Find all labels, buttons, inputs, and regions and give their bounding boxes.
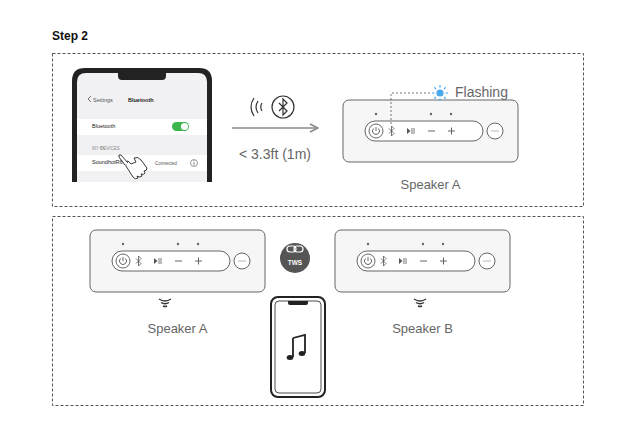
node-text: Speaker A — [401, 178, 461, 193]
tws-badge: TWS — [280, 243, 310, 273]
node-text: Settings — [93, 97, 113, 103]
node-text: SoundhotR6 — [92, 159, 123, 165]
speaker-b: Speaker B — [335, 230, 510, 338]
arrow-connector — [232, 127, 318, 129]
phone-screen: SettingsBluetoothBluetoothMY DEVICESSoun… — [72, 68, 212, 182]
node-text: Speaker B — [392, 322, 453, 337]
step-title: Step 2 — [52, 30, 88, 44]
speaker-a: Speaker A — [343, 100, 518, 195]
speaker-a: Speaker A — [90, 230, 265, 338]
node-text: Bluetooth — [92, 123, 115, 129]
node-text: Connected — [155, 161, 177, 166]
node-text: Speaker A — [148, 322, 208, 337]
node-text: Bluetooth — [128, 97, 154, 103]
node-text: MY DEVICES — [92, 146, 120, 151]
distance-label: < 3.3ft (1m) — [239, 146, 311, 162]
status-label: Flashing — [455, 84, 508, 100]
node-text: TWS — [288, 259, 302, 266]
